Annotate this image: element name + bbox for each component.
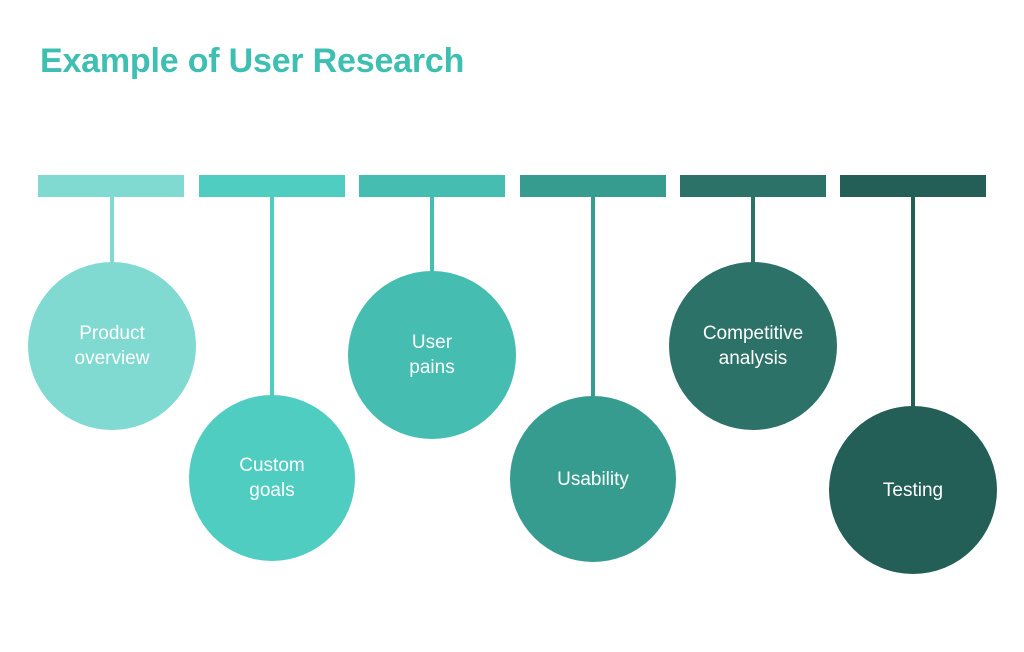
stage-bubble-label: User pains	[409, 332, 455, 378]
connector-line	[911, 197, 915, 407]
connector-line	[270, 197, 274, 396]
stage-bar[interactable]	[359, 175, 505, 197]
connector-line	[110, 197, 114, 263]
stage-bubble-label: Usability	[557, 468, 629, 490]
connector-line	[430, 197, 434, 272]
connector-line	[591, 197, 595, 397]
stage-bubble-label: Product overview	[74, 323, 150, 369]
stage-bar[interactable]	[680, 175, 826, 197]
stage-bubble[interactable]: Usability	[510, 396, 676, 562]
stage-bubble[interactable]: User pains	[348, 271, 516, 439]
stage-bar[interactable]	[199, 175, 345, 197]
stage-bubble[interactable]: Product overview	[28, 262, 196, 430]
stage-bubble[interactable]: Testing	[829, 406, 997, 574]
stage-bubble-label: Competitive analysis	[702, 323, 804, 369]
stage-bubble-label: Testing	[882, 479, 944, 501]
connector-line	[751, 197, 755, 263]
stage-bar[interactable]	[840, 175, 986, 197]
stage-bar[interactable]	[38, 175, 184, 197]
page-title: Example of User Research	[40, 42, 465, 80]
stage-bubble[interactable]: Custom goals	[189, 395, 355, 561]
stage-bubble[interactable]: Competitive analysis	[669, 262, 837, 430]
stage-bar[interactable]	[520, 175, 666, 197]
stage-bubble-label: Custom goals	[239, 455, 305, 501]
